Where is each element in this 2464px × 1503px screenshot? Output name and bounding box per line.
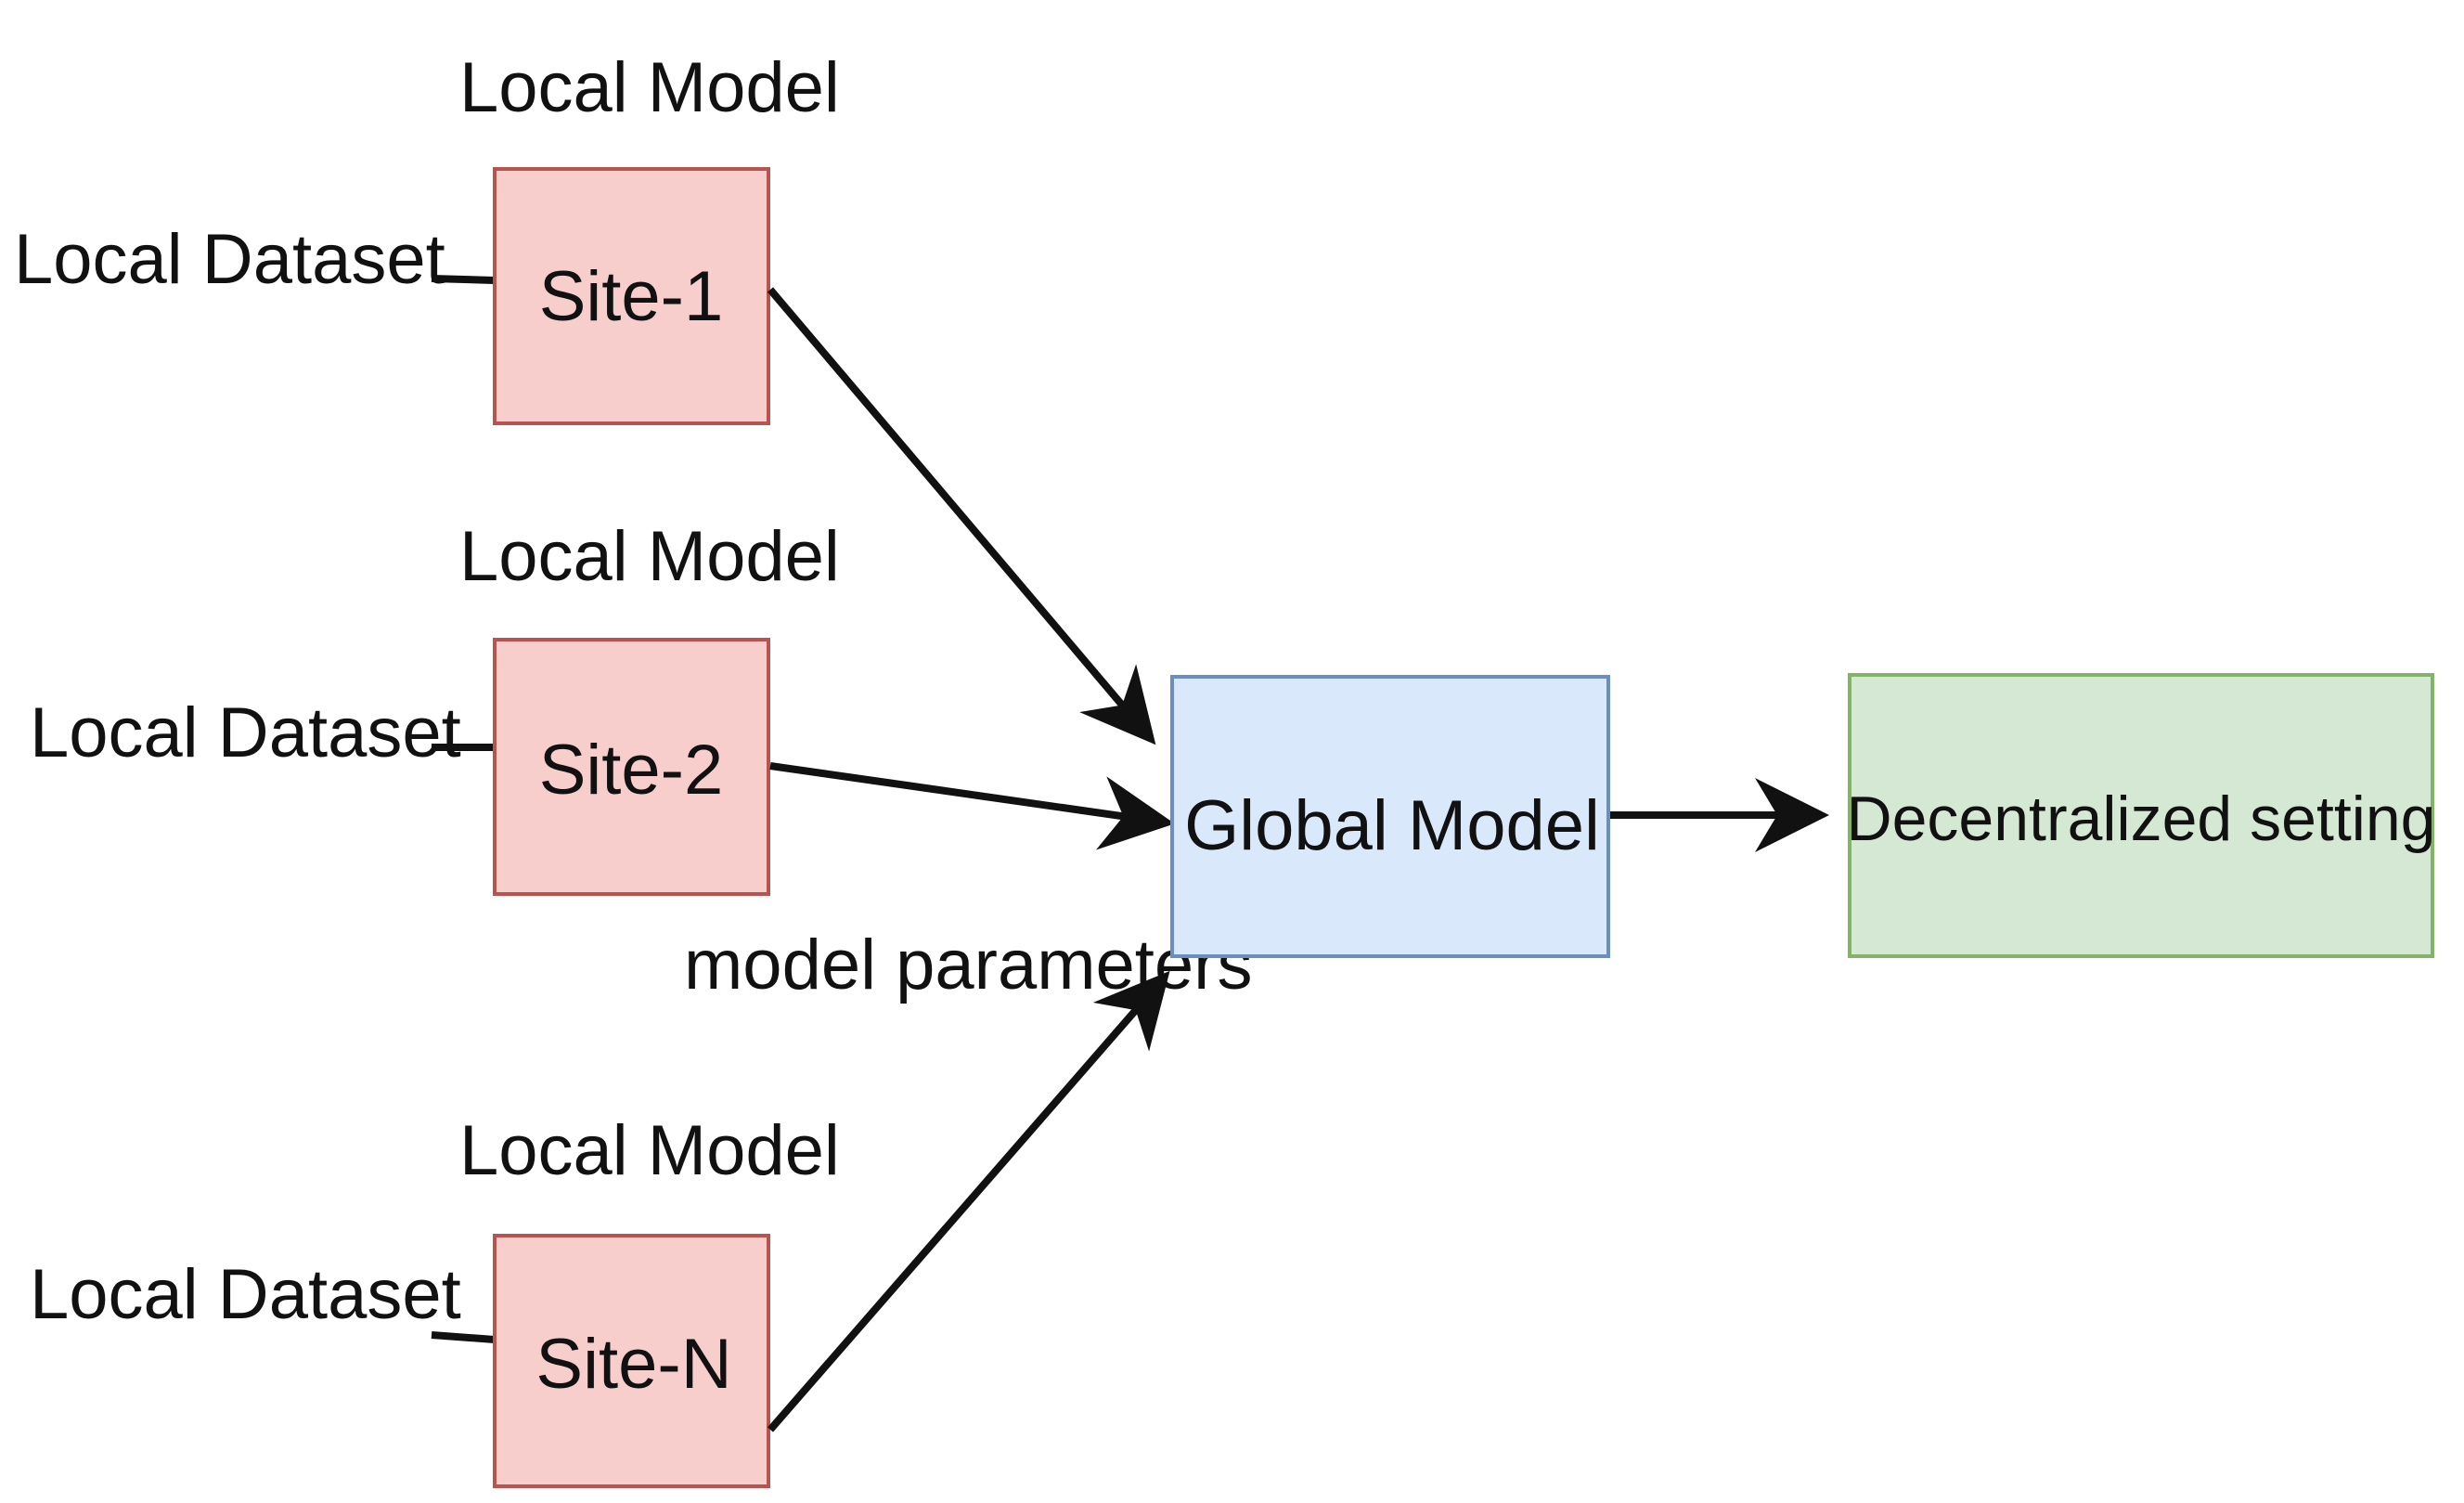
- global-model-box: [1170, 675, 1610, 958]
- model-parameters-label: model parameters: [684, 926, 1253, 1004]
- decentralized-setting-box: [1848, 673, 2434, 958]
- site-2-label: Site-2: [539, 731, 724, 810]
- arrow-site-2-to-global: [769, 762, 1175, 850]
- arrow-site-1-to-global: [767, 287, 1156, 745]
- site-1-dataset-connector: [431, 275, 496, 284]
- decentralized-setting-group: Decentralized setting: [1846, 673, 2436, 958]
- site-1-label: Site-1: [539, 257, 724, 336]
- site-2-local-model-label: Local Model: [459, 517, 840, 596]
- site-2-local-dataset-label: Local Dataset: [30, 693, 461, 772]
- site-2-box: [493, 638, 770, 896]
- site-n-local-model-label: Local Model: [459, 1111, 840, 1190]
- site-n-box: [493, 1234, 770, 1488]
- site-1-local-dataset-label: Local Dataset: [14, 220, 445, 299]
- site-1-local-model-label: Local Model: [459, 48, 840, 127]
- global-model-label: Global Model: [1184, 786, 1600, 865]
- site-n-label: Site-N: [535, 1325, 731, 1404]
- site-n-dataset-connector: [431, 1331, 496, 1343]
- site-n-group: Local Model Local Dataset Site-N: [30, 1111, 840, 1488]
- global-model-group: Global Model: [1170, 675, 1610, 958]
- arrow-site-n-to-global: [767, 970, 1170, 1432]
- site-1-group: Local Model Local Dataset Site-1: [14, 48, 840, 425]
- site-2-group: Local Model Local Dataset Site-2: [30, 517, 840, 896]
- site-1-box: [493, 167, 770, 425]
- decentralized-setting-label: Decentralized setting: [1846, 784, 2435, 854]
- site-n-local-dataset-label: Local Dataset: [30, 1255, 461, 1334]
